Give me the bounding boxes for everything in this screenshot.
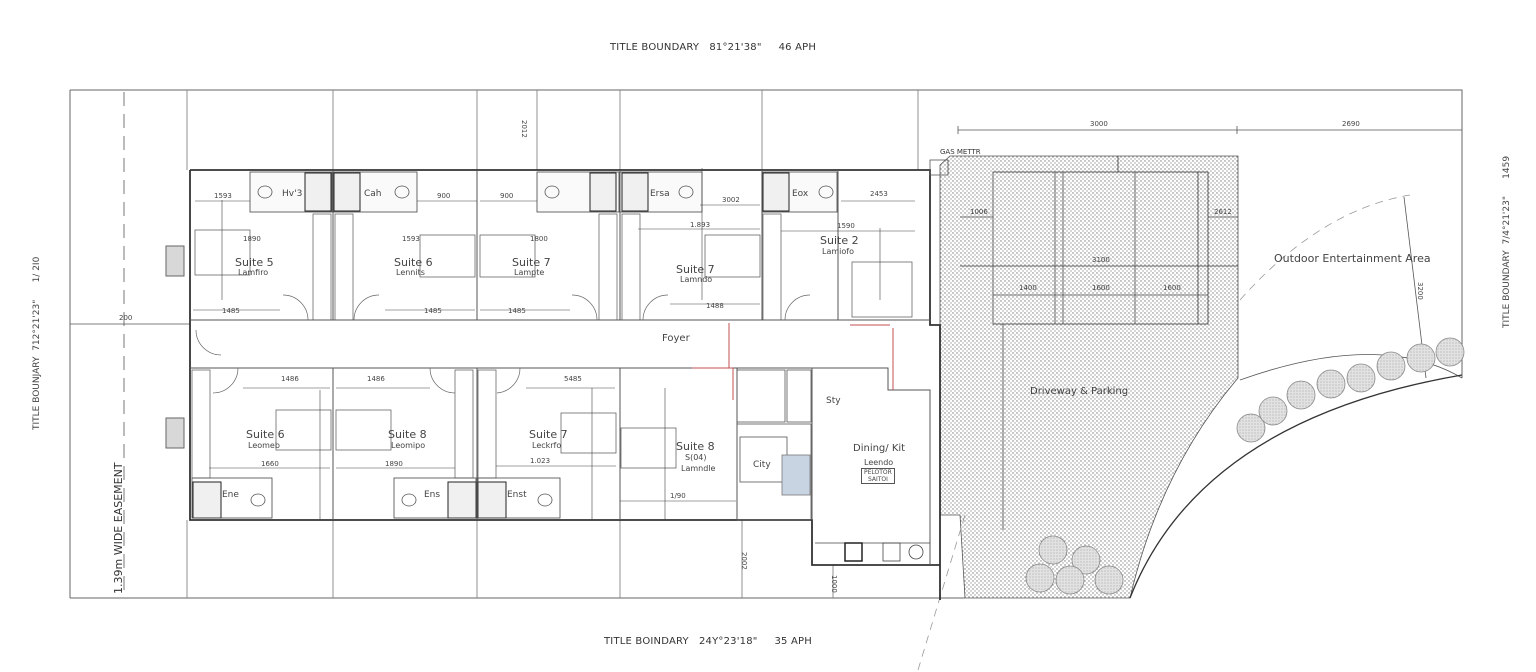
dim-driveway-side-left: 1006 — [970, 208, 988, 216]
ensuite-label: Cah — [364, 189, 382, 199]
suite-dim-top: 1486 — [367, 375, 385, 383]
suite-dim-top: 1593 — [214, 192, 232, 200]
ensuite-label: Ene — [222, 490, 239, 500]
suite-dim-width: 1.023 — [530, 457, 551, 465]
driveway-area — [939, 155, 1239, 599]
suite-sub: Lamndo — [680, 275, 713, 284]
suite-dim-width: 1890 — [385, 460, 403, 468]
suite-sub: Lennits — [396, 268, 425, 277]
title-boundary-top-distance: 46 APH — [778, 42, 817, 53]
city-label: City — [753, 460, 771, 470]
suite-sub: Lampte — [514, 268, 545, 277]
ensuite-label: Hv'3 — [282, 189, 303, 199]
suite-name: Suite 5 — [235, 256, 274, 269]
suite-sub: Leomeb — [248, 441, 280, 450]
suite-name: Suite 2 — [820, 234, 859, 247]
suite-code: S(04) — [685, 453, 707, 462]
suite-name: Suite 8 — [676, 440, 715, 453]
title-boundary-top: TITLE BOUNDARY 81°21'38" 46 APH — [610, 42, 816, 53]
ensuite-label: Eox — [792, 189, 809, 199]
dim-driveway-side-right: 2612 — [1214, 208, 1232, 216]
dim-bottom-gap-1: 2002 — [740, 552, 748, 570]
title-boundary-top-label: TITLE BOUNDARY — [610, 42, 700, 53]
suite-dim-top: 3002 — [722, 196, 740, 204]
suite-dim-top: 5485 — [564, 375, 582, 383]
dim-garden-radius: 3200 — [1416, 282, 1424, 300]
suite-dim-top: 1486 — [281, 375, 299, 383]
title-boundary-right-label: TITLE BOUNDARY — [1502, 250, 1512, 328]
title-boundary-left-distance: 1/ 2I0 — [32, 256, 42, 283]
dining-box-line-1: PELOTOR — [864, 469, 892, 476]
ensuite-label: Ersa — [650, 189, 670, 199]
suite-name: Suite 8 — [388, 428, 427, 441]
foyer-label: Foyer — [662, 333, 690, 344]
suite-sub: Leckrfo — [532, 441, 562, 450]
title-boundary-bottom-bearing: 24Y°23'18" — [698, 636, 758, 647]
suite-name: Suite 7 — [529, 428, 568, 441]
suite-name: Suite 6 — [394, 256, 433, 269]
suite-sub: Lamfiro — [238, 268, 269, 277]
dim-driveway-mid: 3100 — [1092, 256, 1110, 264]
suite-sub: Lamiofo — [822, 247, 854, 256]
ensuite-label: Enst — [507, 490, 527, 500]
suite-name: Suite 7 — [512, 256, 551, 269]
suite-dim-width: 1890 — [243, 235, 261, 243]
suite-dim-bottom: 1488 — [706, 302, 724, 310]
suite-dim-width: 1590 — [837, 222, 855, 230]
gas-meter-label: GAS METTR — [940, 148, 981, 156]
dim-bottom-gap-2: 1000 — [830, 575, 838, 593]
suite-dim-bottom: 1485 — [508, 307, 526, 315]
suite-dim-width: 1660 — [261, 460, 279, 468]
outdoor-area-label: Outdoor Entertainment Area — [1274, 252, 1431, 265]
title-boundary-top-bearing: 81°21'38" — [709, 42, 762, 53]
suite-name: Suite 6 — [246, 428, 285, 441]
dim-driveway-inner-3: 1600 — [1163, 284, 1181, 292]
dim-driveway-inner-1: 1400 — [1019, 284, 1037, 292]
driveway-label: Driveway & Parking — [1030, 386, 1129, 397]
title-boundary-bottom-label: TITLE BOINDARY — [604, 636, 689, 647]
dim-driveway-top-left: 3000 — [1090, 120, 1108, 128]
suite-dim-width: 1593 — [402, 235, 420, 243]
dim-setback-left: 200 — [119, 314, 133, 322]
title-boundary-bottom-distance: 35 APH — [774, 636, 812, 647]
ensuite-label: Ens — [424, 490, 441, 500]
suite-name: Suite 7 — [676, 263, 715, 276]
suite-dim-width: 1/90 — [670, 492, 686, 500]
title-boundary-left-bearing: 712°21'23" — [32, 299, 42, 351]
dining-kitchen-sub: Leendo — [864, 458, 894, 467]
suite-dim-top: 900 — [437, 192, 451, 200]
dim-driveway-inner-2: 1600 — [1092, 284, 1110, 292]
title-boundary-right-bearing: 7/4°21'23" — [1502, 196, 1512, 245]
easement-label: 1.39m WIDE EASEMENT — [112, 462, 125, 594]
dining-box-line-2: SAITOI — [867, 476, 888, 483]
title-boundary-left: TITLE BOUNJARY 712°21'23" 1/ 2I0 — [32, 257, 42, 430]
suite-dim-width: 1.893 — [690, 221, 711, 229]
dining-kitchen-box: PELOTOR SAITOI — [861, 468, 895, 484]
suite-dim-top: 900 — [500, 192, 514, 200]
title-boundary-bottom: TITLE BOINDARY 24Y°23'18" 35 APH — [604, 636, 812, 647]
suite-sub: Leomipo — [391, 441, 426, 450]
suite-sub: Lamndle — [681, 464, 716, 473]
shrubs — [1025, 337, 1465, 595]
dim-top-gap: 2012 — [520, 120, 528, 138]
title-boundary-right-distance: 1459 — [1502, 155, 1512, 179]
dining-kitchen-label: Dining/ Kit — [853, 443, 906, 454]
dim-driveway-top-right: 2690 — [1342, 120, 1360, 128]
site-boundary — [69, 89, 1463, 599]
title-boundary-right: TITLE BOUNDARY 7/4°21'23" 1459 — [1502, 156, 1512, 328]
suite-dim-top: 2453 — [870, 190, 888, 198]
sty-label: Sty — [826, 396, 841, 406]
suite-dim-width: 1800 — [530, 235, 548, 243]
suite-dim-bottom: 1485 — [222, 307, 240, 315]
suite-dim-bottom: 1485 — [424, 307, 442, 315]
title-boundary-left-label: TITLE BOUNJARY — [32, 356, 42, 430]
